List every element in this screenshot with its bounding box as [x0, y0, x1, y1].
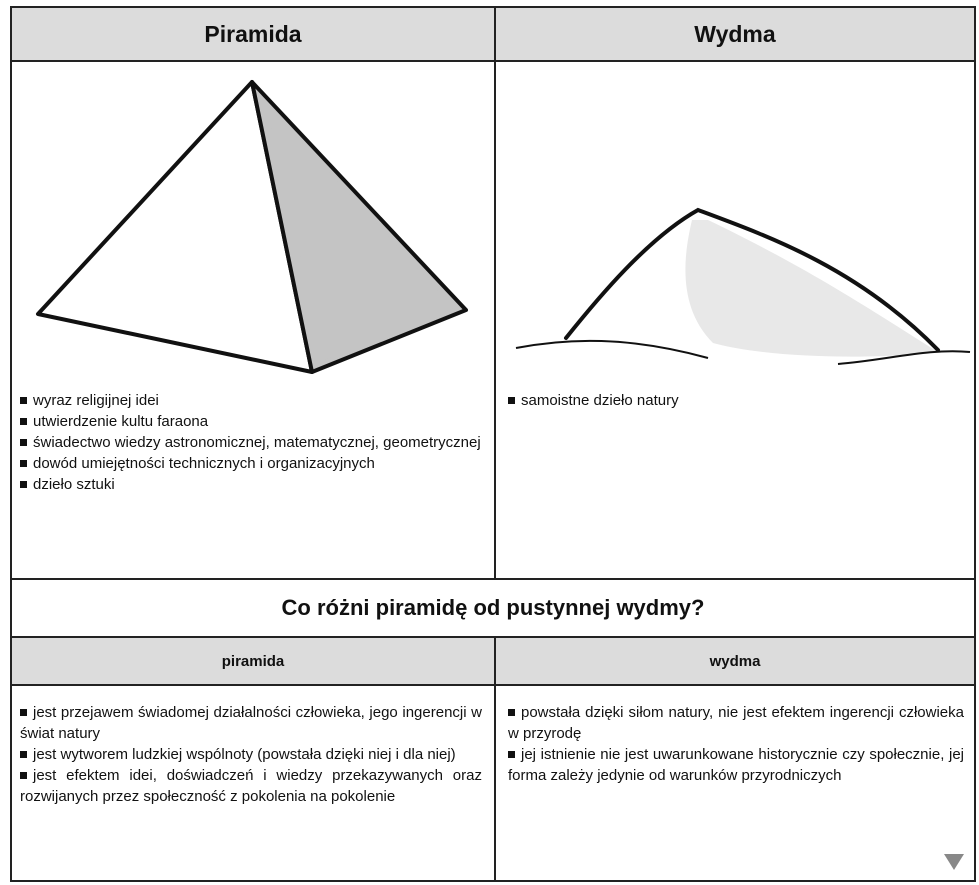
list-item: dowód umiejętności technicznych i organi…	[20, 453, 482, 474]
list-item: jest przejawem świadomej działalności cz…	[20, 704, 482, 742]
comparison-table: Piramida Wydma wyraz religijnej idei utw…	[10, 6, 976, 882]
list-item: dzieło sztuki	[20, 474, 482, 495]
pyramid-illustration	[36, 80, 468, 374]
dune-illustration	[515, 207, 971, 365]
list-item: świadectwo wiedzy astronomicznej, matema…	[20, 432, 482, 453]
column-divider-top	[494, 8, 496, 580]
ground-line-left	[515, 339, 709, 359]
divider-subheader-bottom	[12, 684, 974, 686]
list-item: powstała dzięki siłom natury, nie jest e…	[508, 704, 964, 742]
dune-shade	[685, 220, 938, 357]
dune-outline	[564, 207, 940, 352]
subheader-piramida: piramida	[12, 638, 494, 684]
column-divider-bottom	[494, 636, 496, 880]
pyramid-differences-list: jest przejawem świadomej działalności cz…	[20, 702, 482, 807]
ground-line-right	[837, 350, 971, 365]
list-item: utwierdzenie kultu faraona	[20, 411, 482, 432]
header-wydma: Wydma	[496, 8, 974, 62]
list-item: samoistne dzieło natury	[508, 390, 964, 411]
dune-features-list: samoistne dzieło natury	[508, 390, 964, 411]
dune-differences-list: powstała dzięki siłom natury, nie jest e…	[508, 702, 964, 786]
list-item: jest efektem idei, doświadczeń i wiedzy …	[20, 767, 482, 805]
list-item: jest wytworem ludzkiej wspólnoty (powsta…	[20, 744, 482, 765]
list-item: jej istnienie nie jest uwarunkowane hist…	[508, 746, 964, 784]
triangle-down-icon	[944, 854, 964, 870]
pyramid-features-list: wyraz religijnej idei utwierdzenie kultu…	[20, 390, 482, 495]
question-title: Co różni piramidę od pustynnej wydmy?	[281, 595, 705, 620]
pyramid-shade	[266, 104, 454, 360]
subheader-wydma: wydma	[496, 638, 974, 684]
divider-question-top	[12, 578, 974, 580]
divider-question-bottom	[12, 636, 974, 638]
header-piramida: Piramida	[12, 8, 494, 62]
list-item: wyraz religijnej idei	[20, 390, 482, 411]
